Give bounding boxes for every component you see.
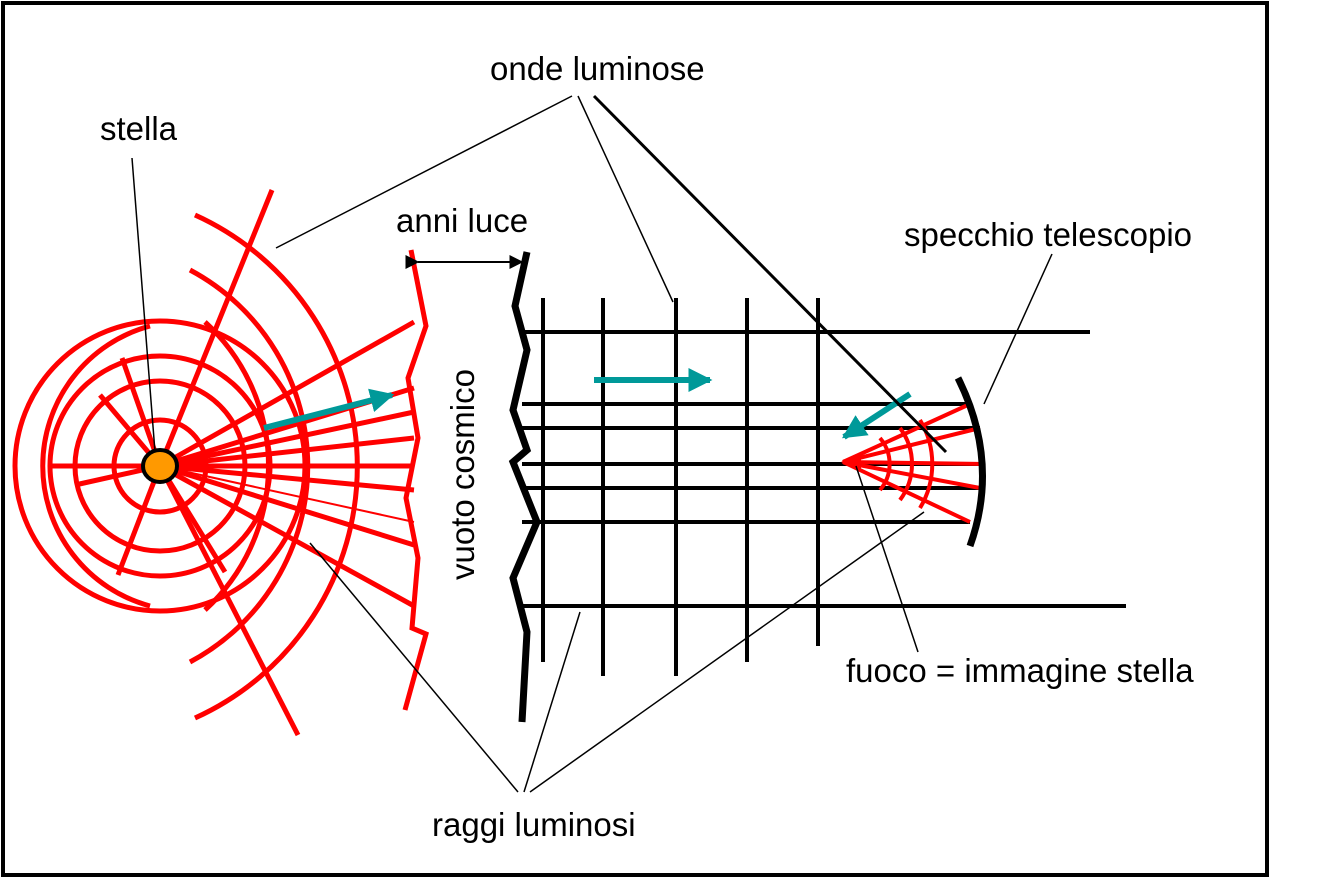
parallel-rays: [522, 330, 1126, 608]
ray-right-5: [159, 463, 415, 493]
leader-rays-1: [309, 542, 519, 793]
reflected-ray-2: [842, 426, 981, 464]
black-wavefront-break: [508, 251, 541, 723]
label-light-waves: onde luminose: [490, 50, 705, 87]
telescope-mirror: [954, 376, 986, 548]
wavefront-arc-5: [40, 323, 151, 609]
leader-waves-1: [275, 95, 573, 249]
ray-right-6: [159, 465, 415, 523]
leader-waves-2: [577, 95, 674, 303]
reflected-ray-1: [842, 402, 971, 464]
label-light-rays: raggi luminosi: [432, 806, 636, 843]
converging-wavefront-2: [898, 426, 914, 502]
ray-up-left: [119, 357, 163, 467]
leader-mirror: [983, 253, 1053, 405]
ray-up-steep: [157, 189, 275, 467]
star-dot: [141, 448, 179, 484]
leader-rays-3: [529, 511, 925, 793]
ray-up: [158, 319, 416, 469]
diagram-frame: [1, 1, 1269, 877]
ray-lower-right: [158, 463, 416, 609]
leader-focus: [855, 465, 919, 653]
direction-arrow-reflected: [841, 391, 912, 440]
direction-arrow-spherical: [263, 388, 395, 431]
wavefront-arc-4: [12, 318, 161, 614]
leader-lines: [131, 94, 1053, 793]
radial-rays: [50, 189, 416, 737]
red-wavefront-break: [402, 249, 429, 711]
label-light-years: anni luce: [396, 202, 528, 239]
label-cosmic-void: vuoto cosmico: [444, 369, 481, 580]
label-focus-star-image: fuoco = immagine stella: [846, 652, 1194, 689]
leader-waves-3: [592, 94, 948, 454]
converging-wavefront-1: [878, 436, 892, 492]
reflected-rays: [841, 402, 986, 524]
label-star: stella: [100, 110, 178, 147]
ray-right-7: [159, 463, 415, 548]
leader-rays-2: [523, 611, 581, 793]
ray-down-steep: [157, 464, 301, 737]
ray-right-2: [159, 409, 415, 469]
propagation-arrows: [263, 368, 912, 440]
ray-right-3: [159, 435, 415, 469]
ray-down-left: [115, 465, 163, 576]
reflected-ray-3: [842, 460, 986, 466]
leader-star: [131, 157, 156, 453]
label-telescope-mirror: specchio telescopio: [904, 216, 1192, 253]
plane-wavefronts: [541, 298, 820, 676]
